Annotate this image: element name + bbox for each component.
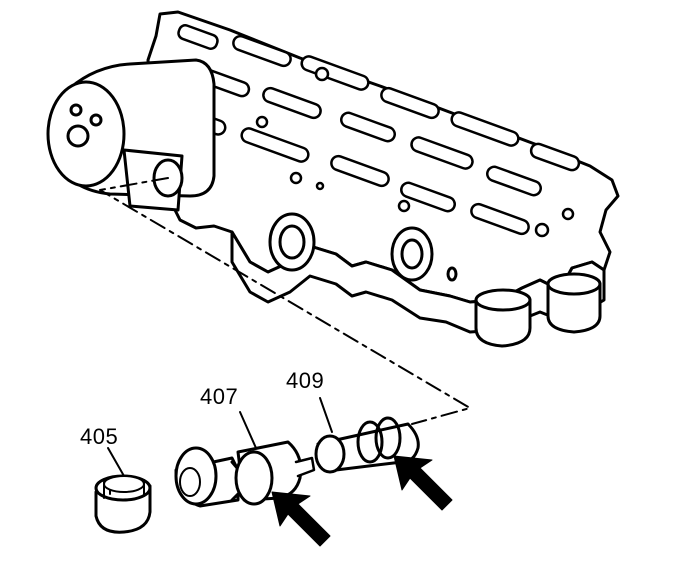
valve-body-channels (177, 24, 581, 238)
arrow-up-left-icon (393, 455, 453, 511)
arrow-up-left-icon (271, 491, 331, 547)
leader-405 (107, 447, 125, 477)
callout-405: 405 (80, 424, 119, 449)
callout-407: 407 (200, 384, 239, 409)
callout-409: 409 (286, 368, 325, 393)
leader-409 (319, 397, 333, 433)
valve-body (124, 10, 620, 348)
explode-leader-line (99, 177, 471, 425)
valve-body-bores (268, 212, 458, 282)
solenoid (46, 58, 216, 212)
part-407-valve (174, 440, 316, 508)
leader-407 (239, 411, 257, 449)
valve-body-bosses (474, 272, 602, 348)
callout-leaders (107, 397, 333, 477)
part-405-plug (94, 474, 152, 534)
